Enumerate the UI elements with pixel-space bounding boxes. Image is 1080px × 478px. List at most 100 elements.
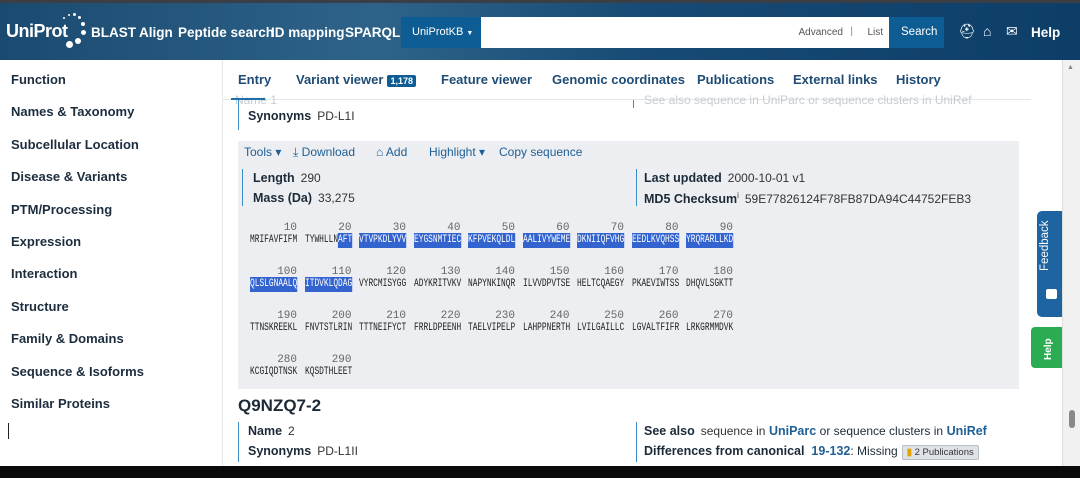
- help-widget-button[interactable]: Help: [1031, 327, 1066, 368]
- sequence-position-label: 210: [386, 310, 406, 322]
- uniref-link[interactable]: UniRef: [946, 424, 987, 438]
- sequence-position-label: 60: [556, 222, 570, 234]
- sequence-position-label: 100: [277, 266, 297, 278]
- sidebar-item-similar-proteins[interactable]: Similar Proteins: [11, 396, 110, 411]
- scrollbar[interactable]: ▲: [1062, 60, 1080, 466]
- nav-align[interactable]: Align: [139, 25, 173, 40]
- sequence-position-label: 10: [283, 222, 297, 234]
- synonyms-value: PD-L1I: [317, 109, 355, 123]
- difference-range-link[interactable]: 19-132: [811, 444, 851, 458]
- sidebar-item-family-domains[interactable]: Family & Domains: [11, 331, 124, 346]
- sequence-position-label: 50: [501, 222, 515, 234]
- feedback-button[interactable]: Feedback: [1037, 211, 1066, 317]
- search-button[interactable]: Search: [889, 17, 944, 48]
- see-also-label: See also: [644, 93, 691, 107]
- sequence-position-label: 120: [386, 266, 406, 278]
- nav-peptide-search[interactable]: Peptide search: [178, 25, 275, 40]
- tab-entry[interactable]: Entry: [238, 72, 272, 87]
- highlighted-residues: ITDVKLQDAG: [304, 277, 352, 292]
- see-also-label: See also: [644, 424, 695, 438]
- sidebar-item-names-taxonomy[interactable]: Names & Taxonomy: [11, 104, 135, 119]
- sequence-residues: DHQVLSGKTT: [686, 278, 733, 290]
- sidebar-item-expression[interactable]: Expression: [11, 234, 82, 249]
- sequence-panel: Tools ▾ ⤓ Download ⌂ Add Highlight ▾ Cop…: [238, 141, 1019, 389]
- sidebar-item-sequence-isoforms[interactable]: Sequence & Isoforms: [11, 364, 144, 379]
- download-button[interactable]: ⤓ Download: [293, 145, 355, 160]
- database-select-label: UniProtKB: [412, 26, 464, 38]
- highlighted-residues: AALIVYWEME: [522, 233, 570, 248]
- toolbox-icon[interactable]: ⛑: [958, 23, 976, 39]
- residues: NAPYNKINQR: [468, 278, 516, 290]
- envelope-icon[interactable]: ✉: [1006, 23, 1018, 39]
- advanced-search-link[interactable]: Advanced: [798, 27, 843, 38]
- sequence-position-label: 200: [331, 310, 352, 322]
- tab-label: Variant viewer: [296, 72, 384, 87]
- add-to-basket-button[interactable]: ⌂ Add: [376, 145, 407, 159]
- highlight-dropdown[interactable]: Highlight ▾: [429, 145, 486, 159]
- sidebar-item-disease-variants[interactable]: Disease & Variants: [11, 169, 128, 184]
- sequence-residues: VTVPKDLYVV: [359, 233, 407, 248]
- sequence-position-label: 230: [495, 310, 515, 322]
- feedback-icon: [1046, 289, 1057, 299]
- search-input[interactable]: Advanced | List: [481, 17, 889, 48]
- tab-history[interactable]: History: [896, 72, 941, 87]
- highlighted-residues: VTVPKDLYVV: [359, 233, 407, 248]
- list-search-link[interactable]: List: [867, 27, 883, 38]
- synonyms-value: PD-L1II: [317, 444, 358, 458]
- residues: FNVTSTLRIN: [304, 322, 352, 334]
- name-label: Name: [235, 93, 268, 107]
- info-icon[interactable]: i: [737, 191, 739, 200]
- residues: VYRCMISYGG: [359, 278, 407, 290]
- nav-id-mapping[interactable]: ID mapping: [271, 25, 345, 40]
- main-content: Synonyms PD-L1I Name 1 See also sequence …: [222, 60, 1031, 466]
- sequence-residues: LRKGRMMDVK: [686, 322, 733, 334]
- sidebar-item-structure[interactable]: Structure: [11, 299, 69, 314]
- sidebar-item-subcellular-location[interactable]: Subcellular Location: [11, 137, 139, 152]
- nav-sparql[interactable]: SPARQL: [345, 25, 401, 40]
- residues: ILVVDPVTSE: [522, 278, 570, 290]
- synonyms-label: Synonyms: [248, 109, 312, 123]
- database-select[interactable]: UniProtKB ▼: [401, 17, 481, 48]
- sequence-position-label: 130: [440, 266, 461, 278]
- sequence-residues: KQSDTHLEET: [305, 366, 352, 378]
- scroll-up-icon[interactable]: ▲: [1067, 64, 1074, 71]
- divider: [238, 100, 239, 130]
- entry-tabs: Name 1 See also sequence in UniParc or s…: [223, 60, 1031, 107]
- basket-icon[interactable]: ⌂: [983, 23, 992, 39]
- sequence-residues: YRQRARLLKD: [686, 233, 734, 248]
- tab-feature-viewer[interactable]: Feature viewer: [441, 72, 533, 87]
- sidebar-item-function[interactable]: Function: [11, 72, 66, 87]
- tab-genomic-coordinates[interactable]: Genomic coordinates: [552, 72, 685, 87]
- nav-blast[interactable]: BLAST: [91, 25, 136, 40]
- sidebar-item-interaction[interactable]: Interaction: [11, 266, 78, 281]
- copy-sequence-button[interactable]: Copy sequence: [499, 145, 583, 159]
- last-updated-value: 2000-10-01 v1: [727, 171, 806, 185]
- chevron-down-icon: ▼: [466, 30, 474, 37]
- sidebar-item-ptm-processing[interactable]: PTM/Processing: [11, 202, 113, 217]
- tab-publications[interactable]: Publications: [697, 72, 775, 87]
- scrollbar-thumb[interactable]: [1069, 410, 1075, 428]
- uniparc-link[interactable]: UniParc: [768, 424, 817, 438]
- tab-external-links[interactable]: External links: [793, 72, 878, 87]
- sequence-residues: EEDLKVQHSS: [631, 233, 679, 248]
- sequence-position-label: 240: [549, 310, 570, 322]
- sequence-residues: EYGSNMTIEC: [413, 233, 461, 248]
- publications-badge[interactable]: ▮ 2 Publications: [901, 445, 979, 460]
- uniprot-logo[interactable]: UniProt: [6, 21, 68, 41]
- help-link[interactable]: Help: [1031, 25, 1061, 40]
- sequence-residues: PKAEVIWTSS: [632, 278, 679, 290]
- tools-dropdown[interactable]: Tools ▾: [244, 145, 282, 159]
- add-label: Add: [385, 145, 408, 159]
